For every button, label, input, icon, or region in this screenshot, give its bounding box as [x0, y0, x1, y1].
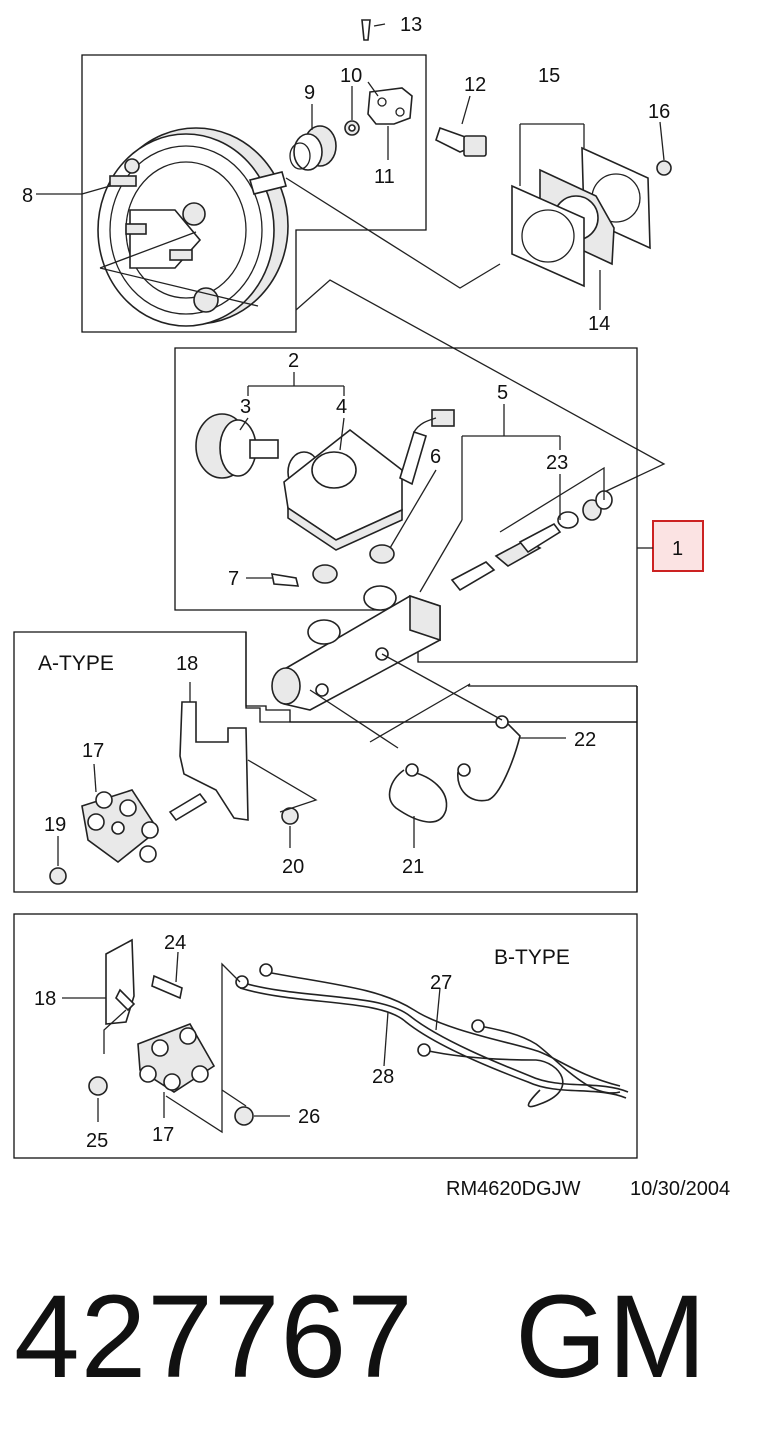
callout-18-a: 18 [176, 653, 198, 675]
callout-10: 10 [340, 65, 362, 87]
master-cylinder-frame [174, 347, 638, 663]
booster-gaskets [511, 123, 672, 288]
drawing-reference: RM4620DGJW [446, 1178, 581, 1200]
callout-21: 21 [402, 856, 424, 878]
exploded-parts-diagram: 13 10 12 15 9 16 11 8 14 2 5 3 4 6 23 1 … [13, 14, 730, 1200]
reservoir-parts [195, 409, 455, 587]
callout-8: 8 [22, 185, 33, 207]
callout-4: 4 [336, 396, 347, 418]
callout-11: 11 [374, 166, 395, 188]
callout-22: 22 [574, 729, 596, 751]
callout-14: 14 [588, 313, 610, 335]
a-type-label: A-TYPE [38, 652, 114, 675]
b-type-label: B-TYPE [494, 946, 570, 969]
brake-booster [97, 127, 289, 327]
callout-2: 2 [288, 350, 299, 372]
callout-9: 9 [304, 82, 315, 104]
callout-6: 6 [430, 446, 441, 468]
drawing-date: 10/30/2004 [630, 1178, 730, 1200]
callout-28: 28 [372, 1066, 394, 1088]
callout-23: 23 [546, 452, 568, 474]
callout-17-b: 17 [152, 1124, 174, 1146]
callout-27: 27 [430, 972, 452, 994]
b-type-parts [62, 938, 629, 1134]
callout-5: 5 [497, 382, 508, 404]
master-cylinder-body [271, 585, 441, 711]
callout-13: 13 [400, 14, 422, 36]
part-number: 427767 [14, 1271, 414, 1403]
part-number-footer: 427767 GM [14, 1278, 707, 1396]
upper-leader-lines [36, 23, 666, 495]
b-type-frame [13, 913, 638, 1159]
callout-20: 20 [282, 856, 304, 878]
callout-24: 24 [164, 932, 186, 954]
callout-15: 15 [538, 65, 560, 87]
brand-name: GM [515, 1271, 708, 1403]
callout-7: 7 [228, 568, 239, 590]
callout-18-b: 18 [34, 988, 56, 1010]
callout-19: 19 [44, 814, 66, 836]
a-type-parts [49, 653, 566, 885]
callout-12: 12 [464, 74, 486, 96]
callout-labels: 13 10 12 15 9 16 11 8 14 2 5 3 4 6 23 1 … [22, 14, 730, 1200]
callout-1: 1 [672, 538, 683, 560]
callout-26: 26 [298, 1106, 320, 1128]
booster-group-frame [81, 54, 427, 333]
master-leader-lines [239, 372, 605, 593]
booster-small-parts [289, 19, 487, 171]
callout-25: 25 [86, 1130, 108, 1152]
callout-3: 3 [240, 396, 251, 418]
callout-17-a: 17 [82, 740, 104, 762]
piston-assembly [450, 490, 613, 592]
highlight-callout-1 [652, 520, 704, 572]
callout-16: 16 [648, 101, 670, 123]
